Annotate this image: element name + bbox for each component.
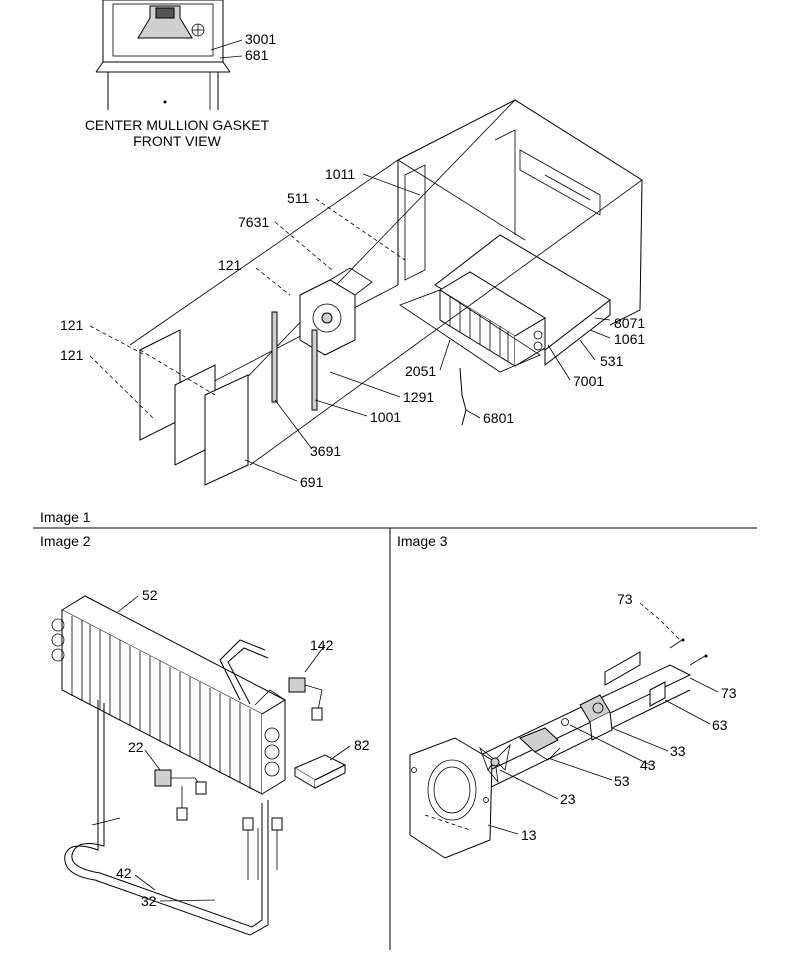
fan-blade [479,743,511,784]
callout-3001: 3001 [245,31,276,47]
callout-1001: 1001 [370,409,401,425]
callout-3691: 3691 [310,443,341,459]
fan-assembly-drawing [409,602,719,859]
callout-63: 63 [712,717,728,733]
callout-511: 511 [287,190,310,206]
wire-connector [154,769,207,821]
callout-43: 43 [640,757,656,773]
callout-23: 23 [560,791,576,807]
callout-2051: 2051 [405,363,436,379]
callout-52: 52 [142,587,158,603]
fan-shroud [409,737,493,859]
bimetal-thermostat [288,677,323,721]
evaporator-housing-drawing [89,99,643,486]
callout-1061: 1061 [614,331,645,347]
callout-7631: 7631 [238,214,269,230]
evaporator-coil-heater-drawing [51,595,351,936]
callout-121-lower: 121 [60,347,84,363]
front-view-caption-line2: FRONT VIEW [133,133,221,149]
callout-121-left: 121 [60,317,84,333]
callout-22: 22 [128,739,144,755]
fan-motor [579,694,613,741]
callout-121-upper: 121 [218,257,242,273]
front-view-caption-line1: CENTER MULLION GASKET [85,117,270,133]
image3-title: Image 3 [397,533,448,549]
callout-8071: 8071 [614,315,645,331]
defrost-timer-module [293,754,347,789]
callout-531: 531 [600,353,624,369]
callout-13: 13 [521,827,537,843]
callout-73-upper: 73 [617,591,633,607]
image1-title: Image 1 [40,509,91,525]
mullion-gasket-front-view [95,0,243,110]
callout-7001: 7001 [573,373,604,389]
callout-42: 42 [116,865,132,881]
image2-title: Image 2 [40,533,91,549]
callout-691: 691 [300,474,324,490]
callout-53: 53 [614,773,630,789]
callout-1291: 1291 [403,389,434,405]
callout-1011: 1011 [325,166,355,182]
callout-33: 33 [670,743,686,759]
callout-82: 82 [354,737,370,753]
evaporator-fan-assembly [299,267,373,356]
callout-32: 32 [141,893,157,909]
callout-142: 142 [310,637,334,653]
callout-6801: 6801 [483,410,514,426]
callout-73-right: 73 [721,685,737,701]
evaporator-coil [439,271,546,367]
callout-681: 681 [245,47,269,63]
